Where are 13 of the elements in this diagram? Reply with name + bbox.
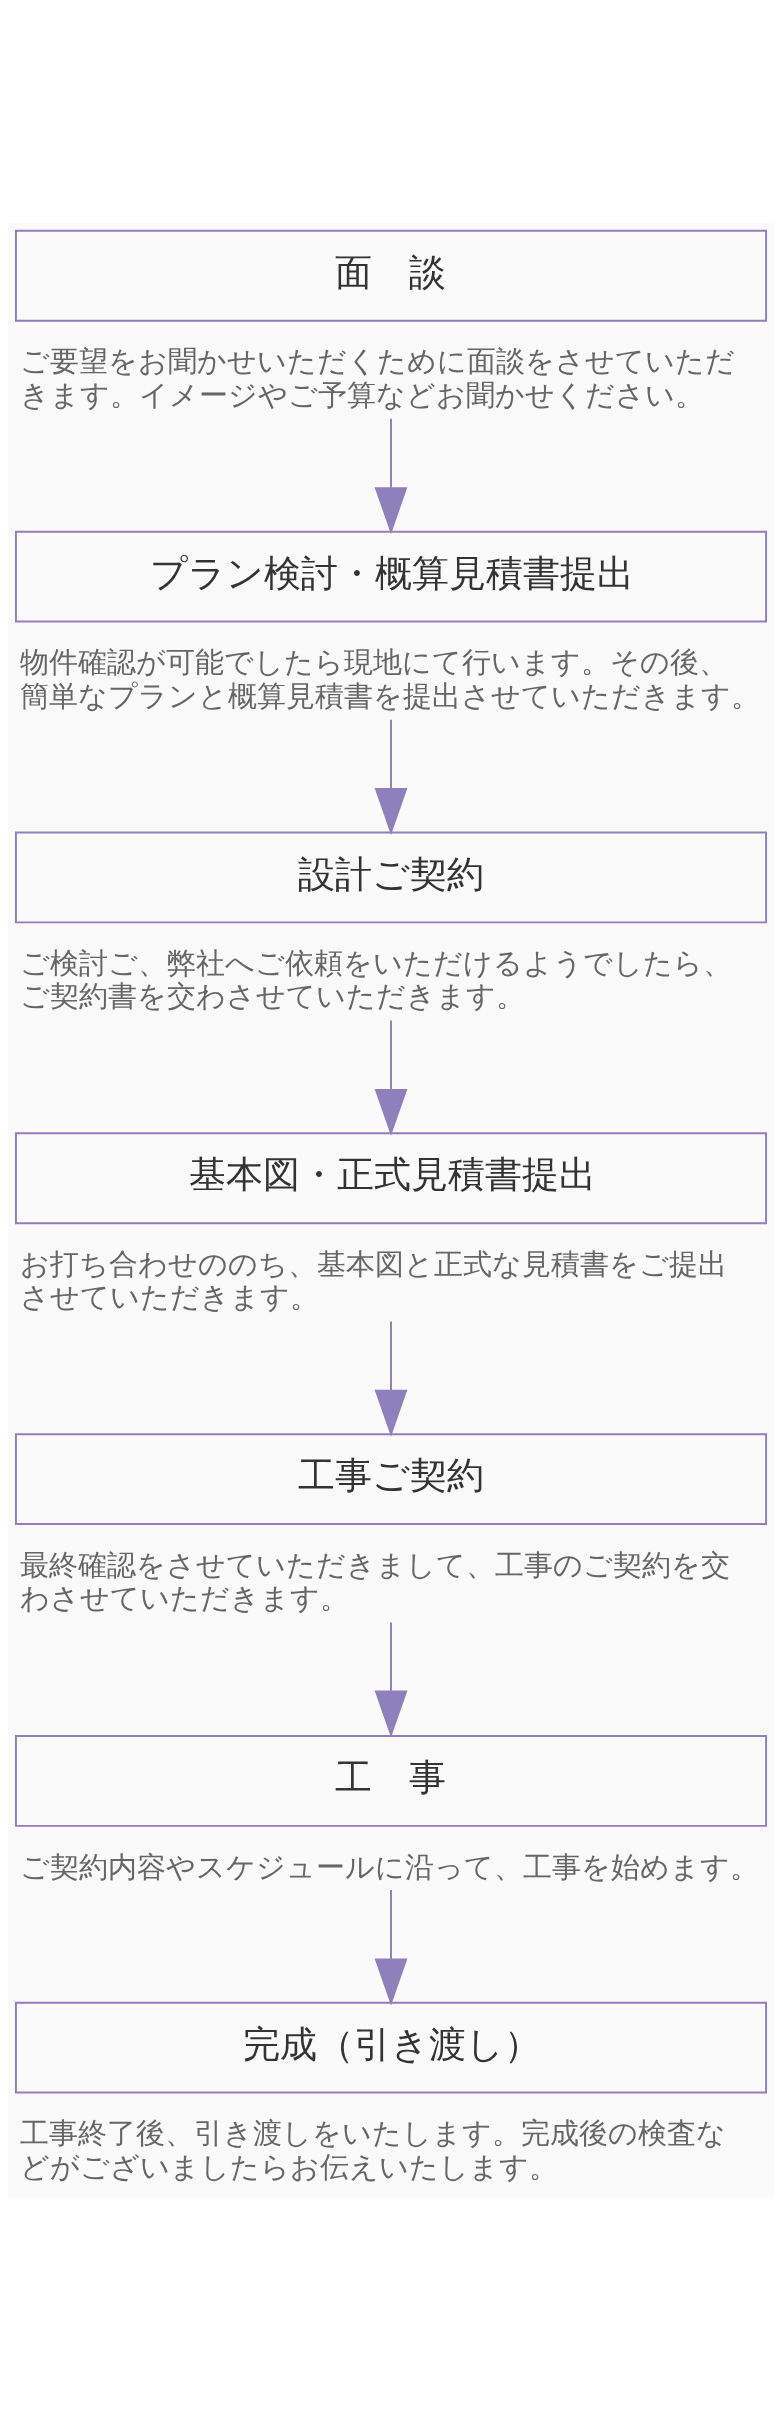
node-label: ご検討ご、弊社へご依頼をいただけるようでしたら、ご契約書を交わさせていただきます。	[19, 945, 732, 1013]
node-label: ご要望をお聞かせいただくために面談をさせていただきます。イメージやご予算などお聞かせください。	[19, 343, 735, 412]
node-label: 工事終了後、引き渡しをいたします。完成後の検査などがございましたらお伝えいたします。	[19, 2115, 726, 2184]
node-label: 最終確認をさせていただきまして、工事のご契約を交わさせていただきます。	[19, 1547, 730, 1615]
arrow	[374, 718, 408, 835]
arrow	[374, 1019, 408, 1136]
arrow	[374, 417, 408, 534]
node-label: 物件確認が可能でしたら現地にて行います。その後、簡単なプランと概算見積書を提出させていただきます。	[19, 644, 760, 713]
arrow	[374, 1319, 408, 1437]
arrow	[374, 1621, 408, 1738]
arrow	[374, 1888, 408, 2006]
node-label: お打ち合わせののち、基本図と正式な見積書をご提出させていただきます。	[19, 1246, 727, 1314]
node-label: ご契約内容やスケジュールに沿って、工事を始めます。	[19, 1849, 759, 1884]
